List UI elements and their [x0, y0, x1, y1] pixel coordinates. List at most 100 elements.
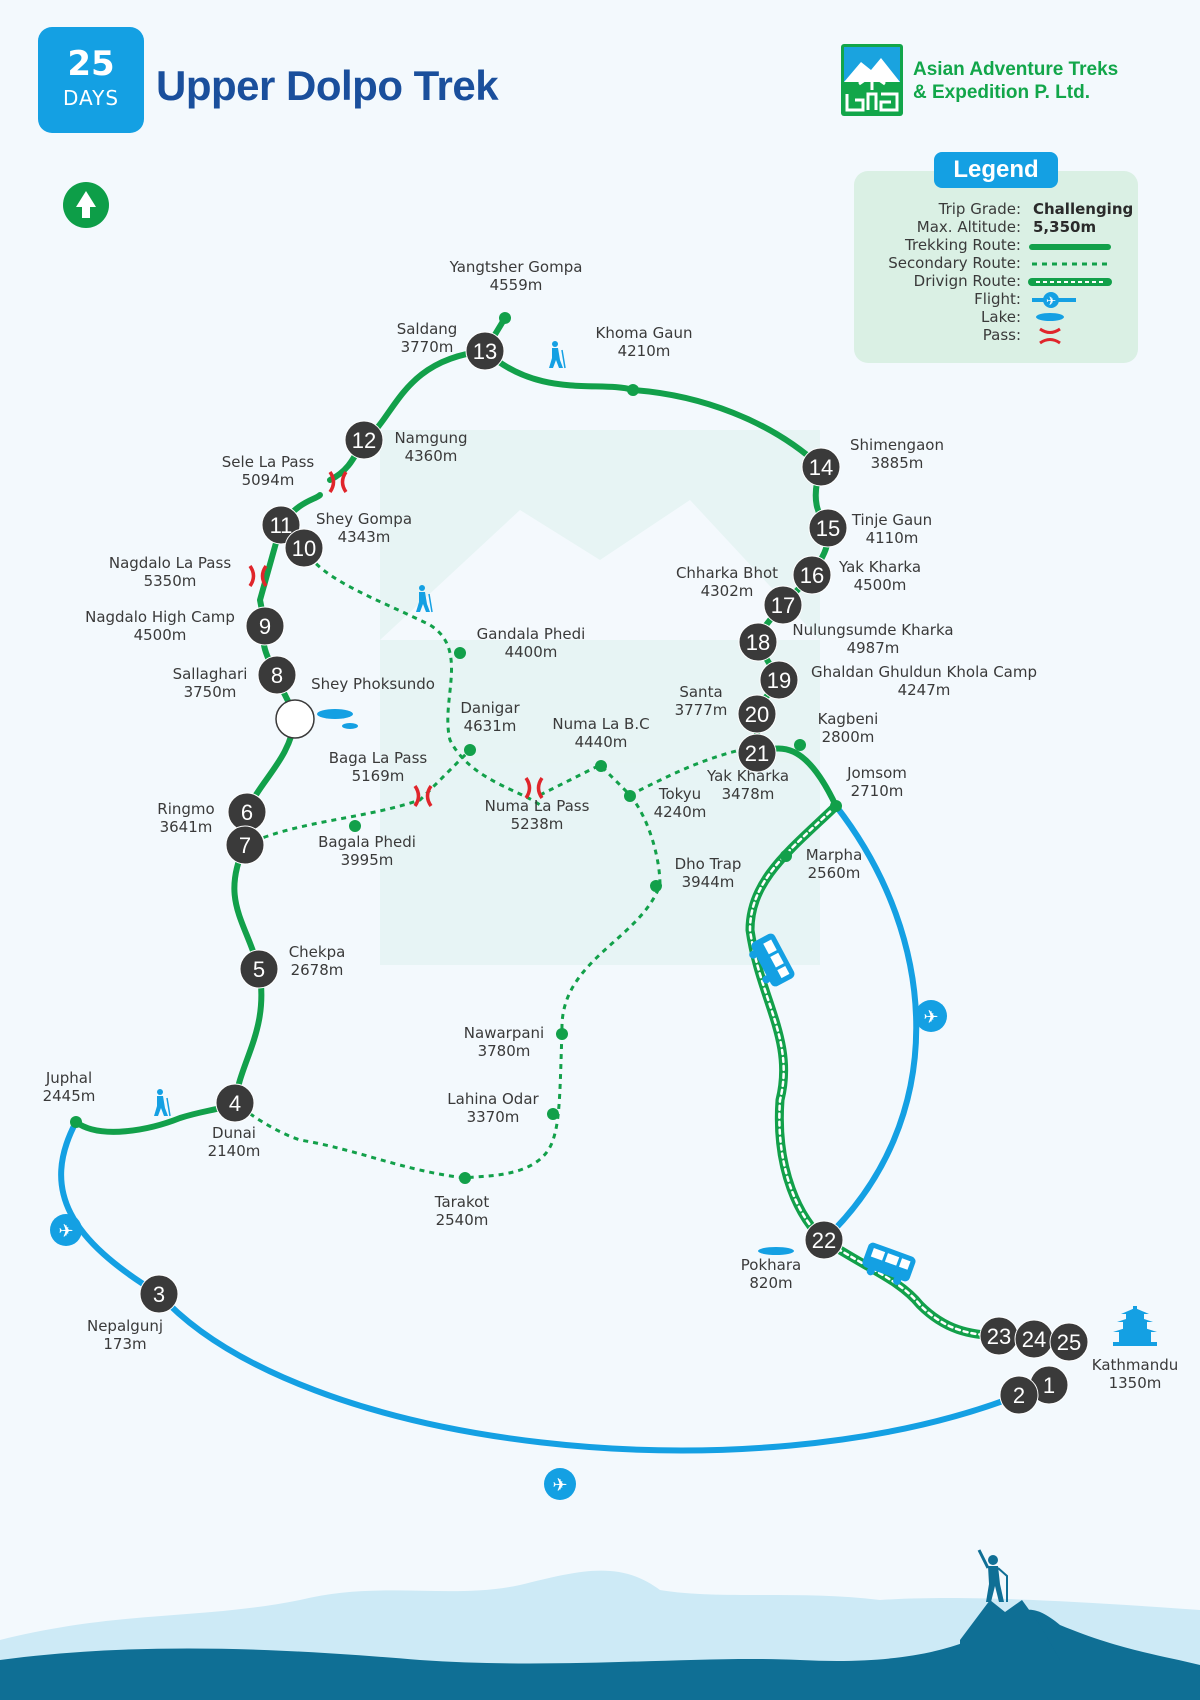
place-altitude: 4247m	[898, 681, 951, 699]
day-stop-marker: 5	[239, 949, 279, 989]
day-stop-marker: 2	[999, 1375, 1039, 1415]
place-altitude: 4500m	[134, 626, 187, 644]
plane-icons: ✈ ✈ ✈	[50, 1000, 947, 1500]
legend-label-flight: Flight:	[974, 290, 1021, 308]
place-name: Yangtsher Gompa	[449, 258, 583, 276]
place-name: Gandala Phedi	[477, 625, 586, 643]
company-name-line2: & Expedition P. Ltd.	[913, 82, 1090, 103]
place-altitude: 3944m	[682, 873, 735, 891]
hiker-icon	[154, 1089, 171, 1117]
place-name: Ghaldan Ghuldun Khola Camp	[811, 663, 1037, 681]
north-arrow-icon	[63, 182, 109, 228]
company-name-line1: Asian Adventure Treks	[913, 59, 1119, 80]
svg-text:✈: ✈	[552, 1475, 567, 1496]
place-name: Ringmo	[157, 800, 214, 818]
place-name: Chekpa	[289, 943, 346, 961]
flight-route-juphal-kathmandu	[58, 1120, 1021, 1454]
day-stop-circle	[999, 1375, 1039, 1415]
place-altitude: 4360m	[405, 447, 458, 465]
day-stop-circle	[763, 585, 803, 625]
day-stop-number: 23	[987, 1324, 1011, 1349]
place-altitude: 3885m	[871, 454, 924, 472]
driving-routes	[745, 801, 1004, 1341]
place-name: Numa La B.C	[552, 715, 649, 733]
day-stop-number: 1	[1043, 1373, 1055, 1398]
plane-icon: ✈	[544, 1468, 576, 1500]
place-altitude: 173m	[103, 1335, 146, 1353]
place-name: Tokyu	[658, 785, 701, 803]
day-stop-circle	[257, 655, 297, 695]
day-stop-marker: 17	[763, 585, 803, 625]
legend-title: Legend	[934, 152, 1058, 188]
day-stop-circle	[275, 699, 315, 739]
place-altitude: 2140m	[208, 1142, 261, 1160]
day-stop-number: 5	[253, 957, 265, 982]
place-name: Chharka Bhot	[676, 564, 778, 582]
legend-panel	[854, 171, 1138, 363]
place-altitude: 3370m	[467, 1108, 520, 1126]
place-altitude: 3641m	[160, 818, 213, 836]
place-altitude: 2560m	[808, 864, 861, 882]
pass-icon-baga-la	[413, 784, 433, 808]
day-stop-number: 21	[745, 741, 769, 766]
day-stop-number: 6	[241, 800, 253, 825]
pass-icon-nagdalo-la	[248, 564, 268, 588]
legend-label-trekking: Trekking Route:	[905, 236, 1021, 254]
place-name: Namgung	[394, 429, 467, 447]
hiker-icon	[416, 585, 433, 613]
place-altitude: 820m	[749, 1274, 792, 1292]
day-stop-number: 16	[800, 563, 824, 588]
legend-label-pass: Pass:	[982, 326, 1021, 344]
day-stop-circle	[759, 660, 799, 700]
pass-icon-sele-la	[328, 470, 348, 494]
place-altitude: 4631m	[464, 717, 517, 735]
place-name: Sallaghari	[173, 665, 248, 683]
flight-route-jomsom-pokhara	[821, 804, 920, 1243]
place-altitude: 4343m	[338, 528, 391, 546]
day-stop-marker: 7	[225, 825, 265, 865]
summit-climber-icon	[977, 1549, 1008, 1602]
place-name: Bagala Phedi	[318, 833, 416, 851]
day-stop-number: 25	[1057, 1330, 1081, 1355]
place-altitude: 5238m	[511, 815, 564, 833]
svg-text:✈: ✈	[1046, 294, 1056, 308]
place-altitude: 4500m	[854, 576, 907, 594]
flight-routes	[58, 804, 1021, 1454]
place-altitude: 3780m	[478, 1042, 531, 1060]
page-title: Upper Dolpo Trek	[156, 62, 499, 109]
day-stop-number: 22	[812, 1228, 836, 1253]
place-altitude: 2540m	[436, 1211, 489, 1229]
day-stop-number: 3	[153, 1282, 165, 1307]
place-name: Baga La Pass	[329, 749, 428, 767]
svg-text:✈: ✈	[58, 1221, 73, 1242]
day-stop-number: 7	[239, 833, 251, 858]
place-altitude: 3777m	[675, 701, 728, 719]
lakes	[317, 709, 794, 1255]
hiker-icon	[549, 341, 566, 369]
place-name: Tarakot	[434, 1193, 490, 1211]
place-altitude: 4400m	[505, 643, 558, 661]
plane-icon: ✈	[50, 1214, 82, 1246]
day-stop-circle	[792, 555, 832, 595]
place-name: Sele La Pass	[222, 453, 315, 471]
